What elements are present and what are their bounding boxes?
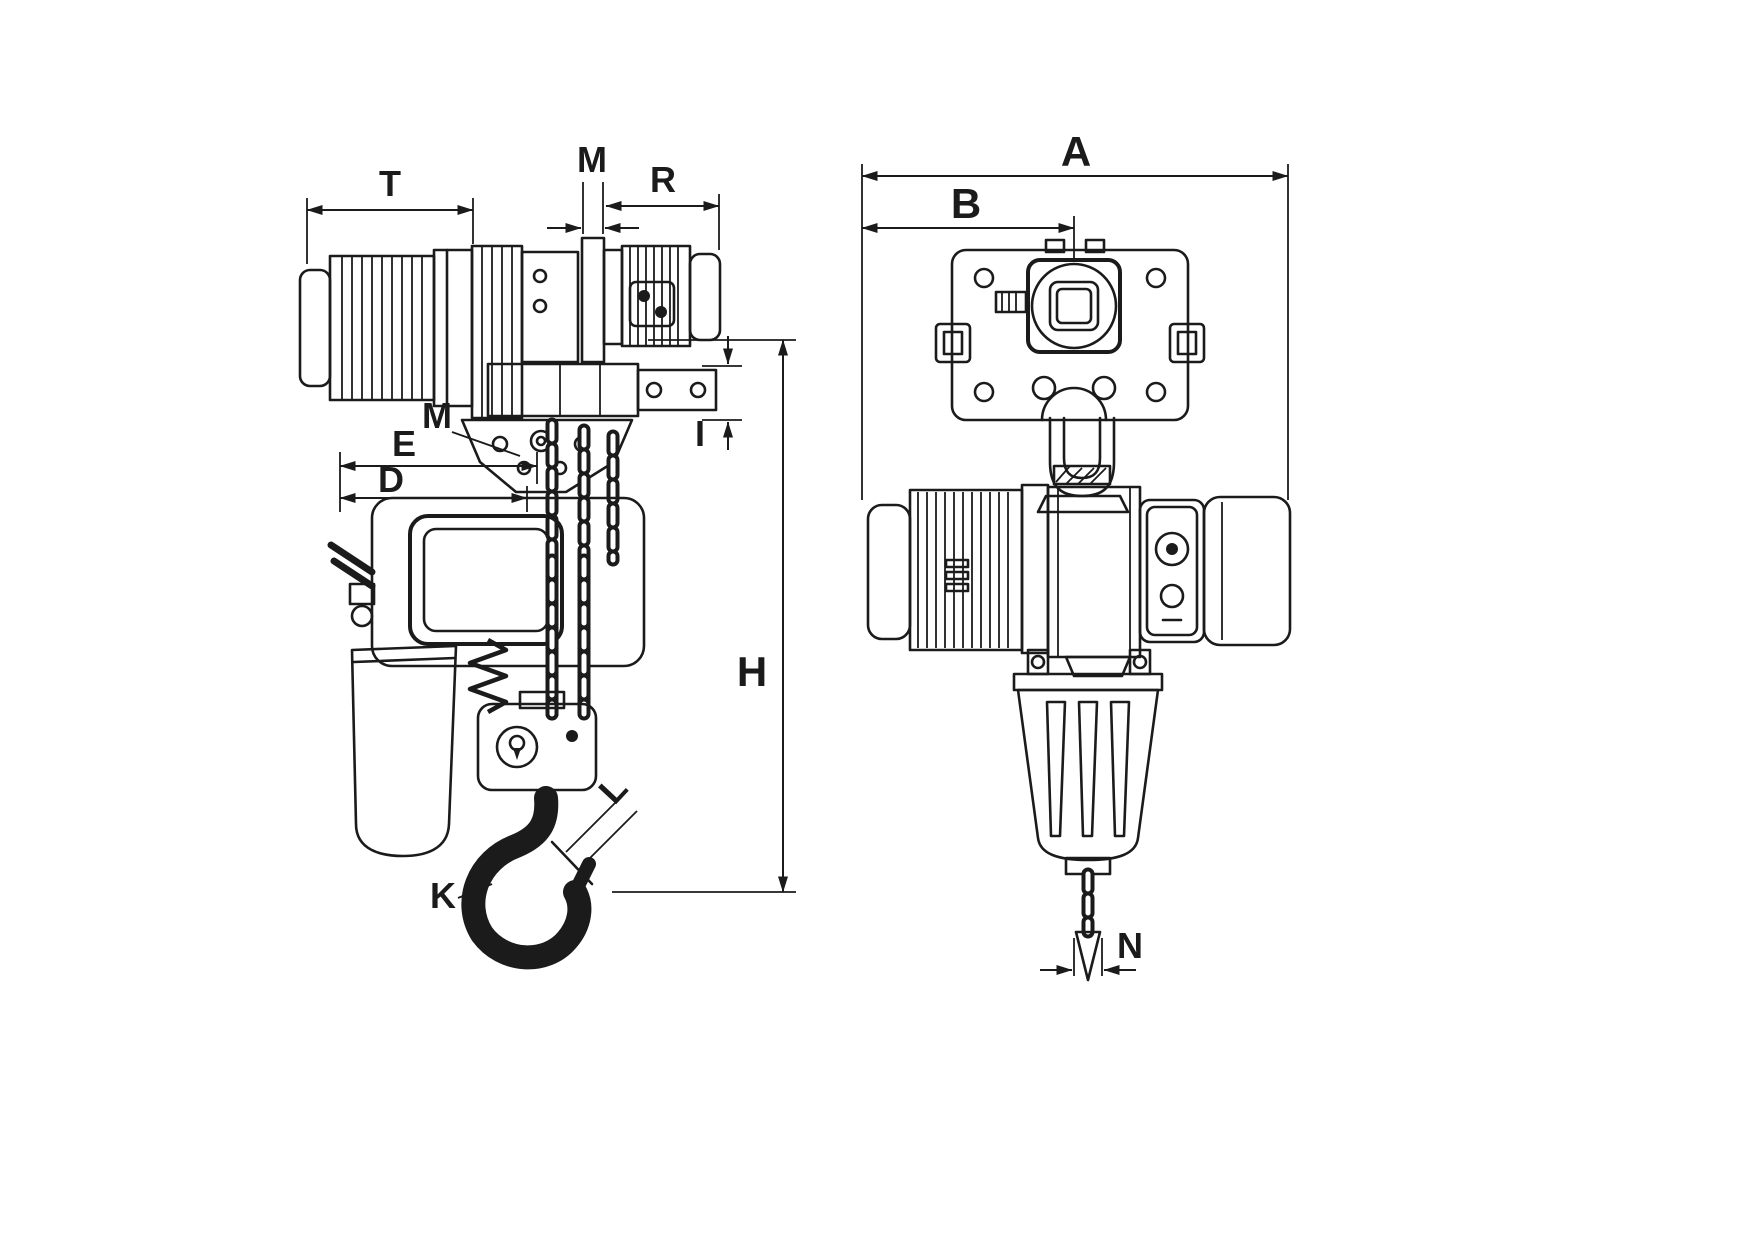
hook <box>461 786 596 970</box>
trolley-gearbox <box>470 244 524 420</box>
spring <box>467 638 509 714</box>
hoist-body <box>327 496 646 721</box>
dimensions-right-view: A B N <box>861 128 1289 976</box>
dim-label-B: B <box>951 180 981 227</box>
chain-bag <box>350 644 458 858</box>
dim-label-M-mid: M <box>422 395 452 436</box>
hoist-body-side <box>866 483 1292 678</box>
dim-label-H: H <box>737 648 767 695</box>
trolley-motor-right <box>602 244 722 348</box>
right-view-side: A B N <box>861 128 1292 982</box>
top-suspension-plate <box>934 238 1206 422</box>
left-view-front: T M R I M E <box>298 139 796 970</box>
dim-label-I: I <box>695 413 705 454</box>
trolley-center-plate <box>520 236 606 364</box>
trolley-motor-left <box>298 248 474 408</box>
chain-container <box>1012 648 1164 876</box>
hook-block <box>476 690 598 792</box>
dim-label-D: D <box>378 459 404 500</box>
suspension-clevis <box>1036 416 1130 514</box>
dim-label-T: T <box>379 163 401 204</box>
dim-label-M-top: M <box>577 139 607 180</box>
dim-label-A: A <box>1061 128 1091 175</box>
trolley-crossbar <box>486 362 718 418</box>
dim-label-R: R <box>650 159 676 200</box>
dim-label-E: E <box>392 423 416 464</box>
dim-label-K: K <box>430 875 456 916</box>
dim-label-N: N <box>1117 925 1143 966</box>
chain-end <box>1074 867 1102 982</box>
